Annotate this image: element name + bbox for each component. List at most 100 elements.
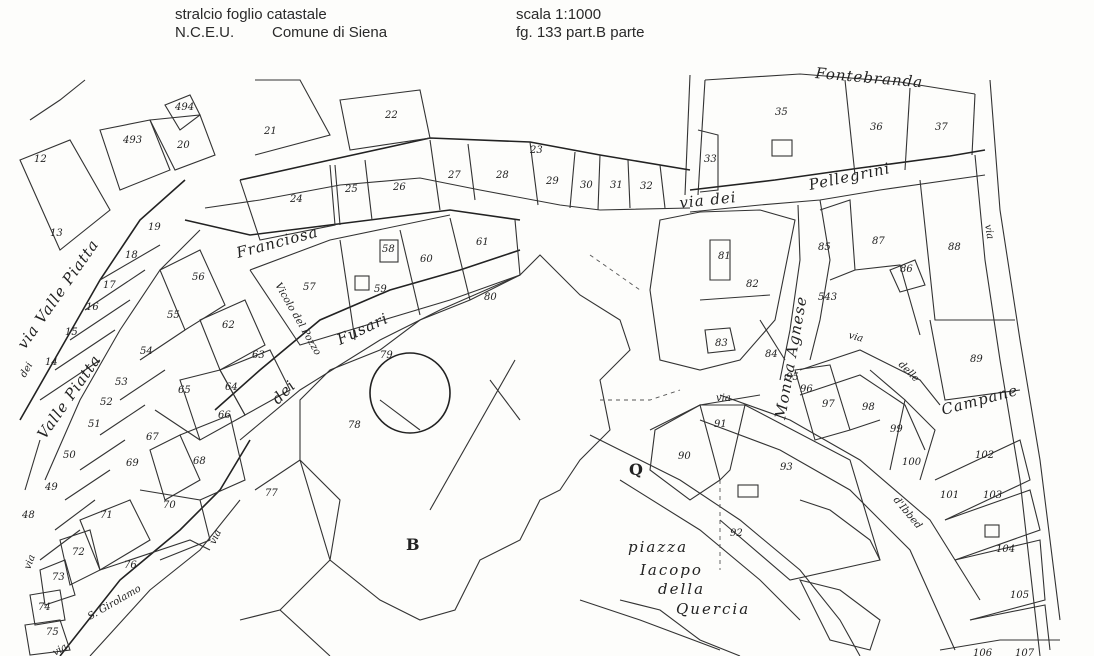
street-via-left: via xyxy=(22,553,37,571)
parcel-number[interactable]: 82 xyxy=(746,279,759,290)
parcel-number[interactable]: 26 xyxy=(392,182,406,193)
parcel-number[interactable]: 97 xyxy=(822,399,835,410)
street-via-left2: via xyxy=(208,528,224,546)
parcel-number[interactable]: 66 xyxy=(218,410,231,421)
parcel-number[interactable]: 75 xyxy=(46,627,59,638)
parcel-number[interactable]: 54 xyxy=(140,346,153,357)
parcel-number[interactable]: 22 xyxy=(384,110,398,121)
parcel-number[interactable]: 50 xyxy=(63,450,76,461)
round-marker xyxy=(369,352,451,434)
parcel-number[interactable]: 27 xyxy=(447,170,461,181)
parcel-number[interactable]: 494 xyxy=(174,102,194,113)
parcel-number[interactable]: 72 xyxy=(72,547,85,558)
parcel-number[interactable]: 51 xyxy=(88,419,101,430)
parcel-number[interactable]: 69 xyxy=(126,458,139,469)
parcel-number[interactable]: 14 xyxy=(45,357,58,368)
parcel-number[interactable]: 76 xyxy=(124,560,137,571)
parcel-number[interactable]: 57 xyxy=(303,282,316,293)
parcel-number[interactable]: 65 xyxy=(178,385,191,396)
parcel-number[interactable]: 102 xyxy=(975,450,994,461)
parcel-number[interactable]: 92 xyxy=(730,528,743,539)
piazza-line1: piazza xyxy=(628,538,688,556)
parcel-number[interactable]: 55 xyxy=(167,310,180,321)
parcel-number[interactable]: 52 xyxy=(100,397,113,408)
parcel-number[interactable]: 87 xyxy=(872,236,885,247)
parcel-number[interactable]: 24 xyxy=(289,194,303,205)
parcel-number[interactable]: 79 xyxy=(380,350,393,361)
parcel-number[interactable]: 67 xyxy=(146,432,159,443)
parcel-number[interactable]: 99 xyxy=(890,424,903,435)
header-municipality: Comune di Siena xyxy=(272,24,388,41)
piazza-line3: della xyxy=(658,580,705,598)
parcel-number[interactable]: 37 xyxy=(935,122,948,133)
parcel-number[interactable]: 107 xyxy=(1015,648,1035,656)
street-franciosa: Franciosa xyxy=(233,223,320,262)
parcel-number[interactable]: 88 xyxy=(948,242,961,253)
street-fusari: Fusari xyxy=(333,309,391,349)
parcel-number[interactable]: 101 xyxy=(940,490,959,501)
parcel-number[interactable]: 98 xyxy=(862,402,875,413)
parcel-number[interactable]: 78 xyxy=(348,420,361,431)
parcel-number[interactable]: 58 xyxy=(382,244,395,255)
parcel-number[interactable]: 89 xyxy=(970,354,983,365)
parcel-number[interactable]: 77 xyxy=(265,488,278,499)
parcel-number[interactable]: 18 xyxy=(125,250,138,261)
parcel-number[interactable]: 21 xyxy=(263,126,277,137)
parcel-number[interactable]: 493 xyxy=(122,135,142,146)
parcel-number[interactable]: 17 xyxy=(103,280,116,291)
parcel-number[interactable]: 86 xyxy=(900,264,913,275)
parcel-number[interactable]: 96 xyxy=(800,384,813,395)
street-s-girolamo: S. Girolamo xyxy=(86,583,143,622)
parcel-number[interactable]: 16 xyxy=(86,302,99,313)
parcel-number[interactable]: 49 xyxy=(44,482,58,493)
parcel-number[interactable]: 61 xyxy=(476,237,489,248)
parcel-number[interactable]: 13 xyxy=(50,228,63,239)
parcel-number[interactable]: 63 xyxy=(252,350,265,361)
parcel-number[interactable]: 64 xyxy=(225,382,238,393)
parcel-number[interactable]: 106 xyxy=(973,648,993,656)
parcel-number[interactable]: 20 xyxy=(176,140,190,151)
parcel-number[interactable]: 53 xyxy=(115,377,128,388)
parcel-number[interactable]: 83 xyxy=(715,338,728,349)
parcel-number[interactable]: 90 xyxy=(678,451,691,462)
parcel-number[interactable]: 62 xyxy=(222,320,235,331)
parcel-number[interactable]: 105 xyxy=(1010,590,1029,601)
parcel-numbers: 494 493 20 21 22 12 13 24 25 26 27 28 23… xyxy=(21,102,1035,656)
parcel-number[interactable]: 80 xyxy=(484,292,497,303)
cadastral-map[interactable]: Fontebranda Pellegrini via dei Franciosa… xyxy=(0,60,1094,656)
parcel-number[interactable]: 103 xyxy=(983,490,1002,501)
parcel-number[interactable]: 71 xyxy=(100,510,113,521)
parcel-number[interactable]: 12 xyxy=(34,154,47,165)
parcel-number[interactable]: 68 xyxy=(193,456,206,467)
parcel-number[interactable]: 100 xyxy=(902,457,922,468)
parcel-number[interactable]: 95 xyxy=(786,372,799,383)
parcel-number[interactable]: 25 xyxy=(344,184,358,195)
parcel-number[interactable]: 543 xyxy=(818,292,837,303)
parcel-number[interactable]: 60 xyxy=(420,254,433,265)
parcel-number[interactable]: 36 xyxy=(870,122,883,133)
parcel-number[interactable]: 73 xyxy=(52,572,65,583)
parcel-number[interactable]: 85 xyxy=(818,242,831,253)
parcel-number[interactable]: 32 xyxy=(640,181,653,192)
parcel-number[interactable]: 91 xyxy=(714,419,727,430)
parcel-number[interactable]: 48 xyxy=(21,510,35,521)
parcel-number[interactable]: 59 xyxy=(374,284,387,295)
parcel-number[interactable]: 56 xyxy=(192,272,205,283)
parcel-number[interactable]: 35 xyxy=(775,107,788,118)
parcel-number[interactable]: 28 xyxy=(495,170,509,181)
parcel-number[interactable]: 70 xyxy=(163,500,176,511)
parcel-number[interactable]: 104 xyxy=(996,544,1015,555)
parcel-number[interactable]: 23 xyxy=(529,145,543,156)
street-via-right: via xyxy=(982,224,995,241)
parcel-number[interactable]: 19 xyxy=(148,222,161,233)
parcel-number[interactable]: 30 xyxy=(580,180,593,191)
parcel-number[interactable]: 93 xyxy=(780,462,793,473)
parcel-number[interactable]: 29 xyxy=(545,176,559,187)
parcel-number[interactable]: 33 xyxy=(704,154,717,165)
parcel-number[interactable]: 74 xyxy=(38,602,51,613)
parcel-number[interactable]: 84 xyxy=(765,349,778,360)
street-dei-left: dei xyxy=(18,361,35,380)
parcel-number[interactable]: 15 xyxy=(65,327,78,338)
parcel-number[interactable]: 31 xyxy=(610,180,623,191)
parcel-number[interactable]: 81 xyxy=(718,251,731,262)
